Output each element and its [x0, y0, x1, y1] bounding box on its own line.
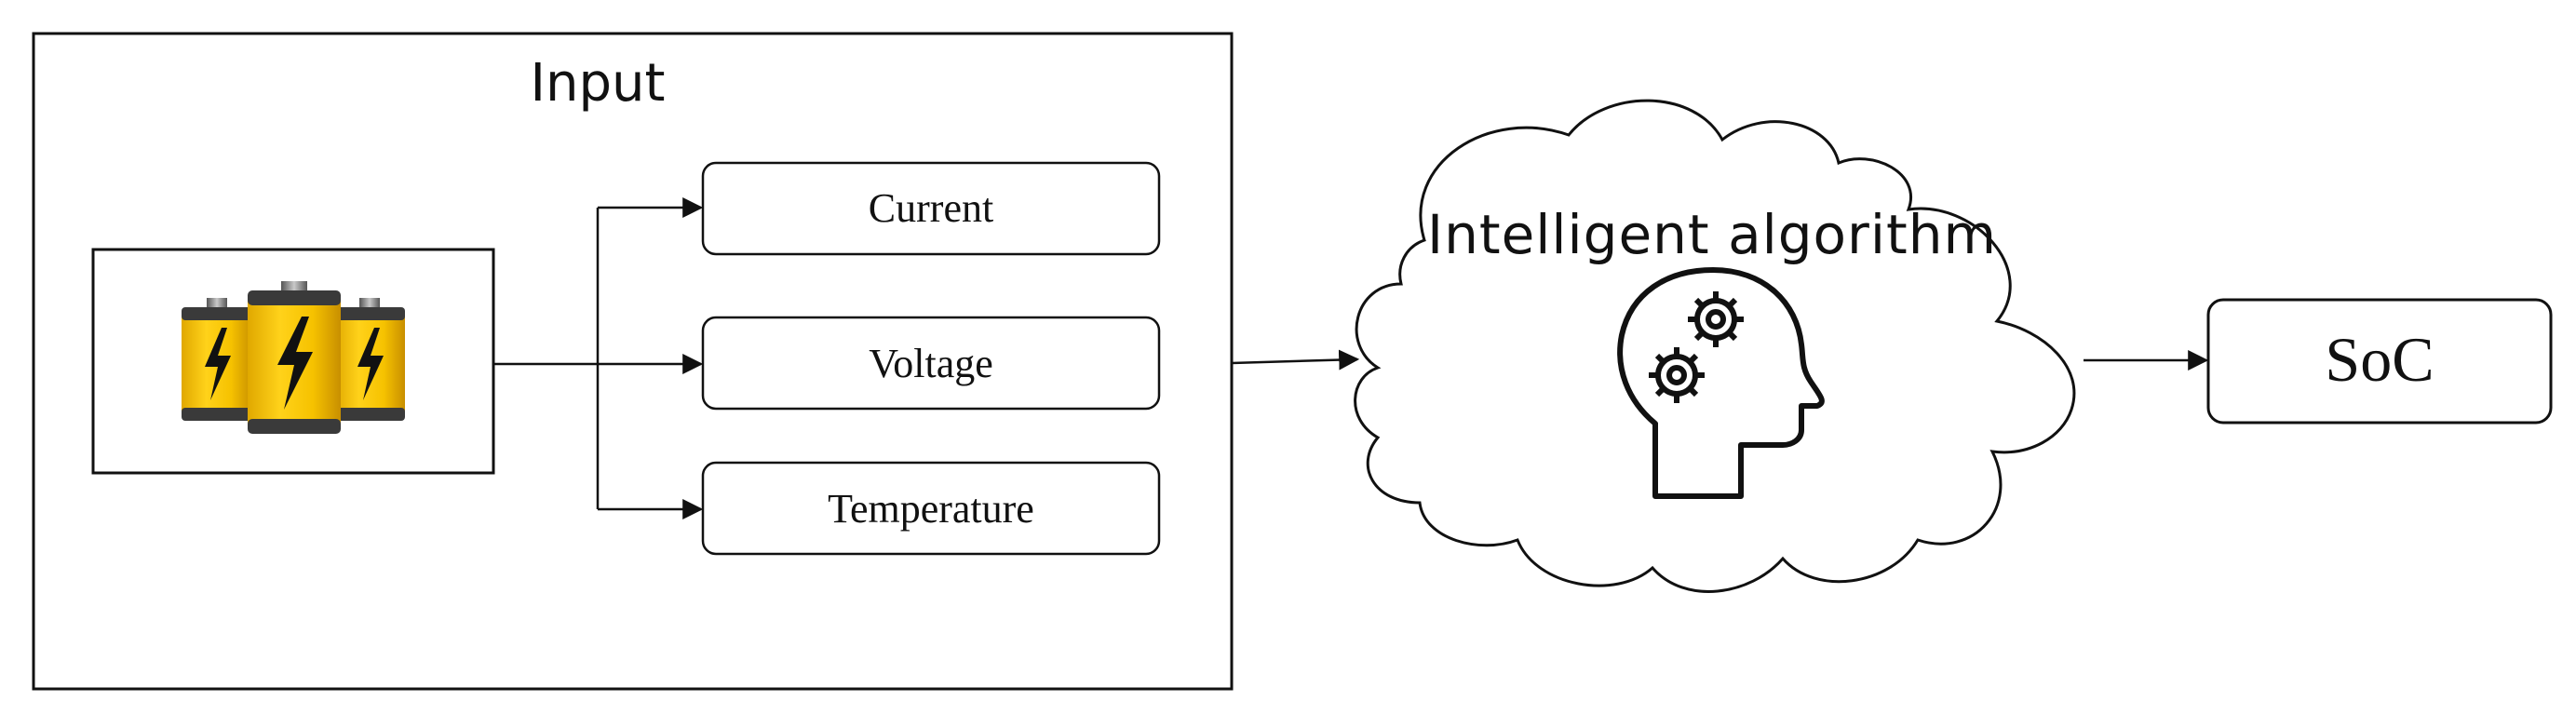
param-voltage-label: Voltage	[869, 341, 993, 386]
soc-label: SoC	[2325, 324, 2434, 395]
battery-pack-icon	[182, 281, 405, 434]
param-current-label: Current	[869, 185, 993, 231]
input-connectors	[493, 197, 704, 519]
algorithm-cloud: Intelligent algorithm	[1354, 99, 2076, 593]
param-temperature: Temperature	[701, 461, 1161, 556]
head-with-gears-icon	[1617, 267, 1825, 499]
param-current: Current	[701, 161, 1161, 256]
algorithm-label: Intelligent algorithm	[1427, 203, 1997, 266]
param-temperature-label: Temperature	[828, 486, 1034, 532]
battery-box	[91, 248, 495, 475]
input-title: Input	[530, 53, 665, 114]
param-voltage: Voltage	[701, 316, 1161, 411]
soc-output-box: SoC	[2206, 298, 2553, 425]
arrow-to-algorithm	[1231, 349, 1360, 371]
